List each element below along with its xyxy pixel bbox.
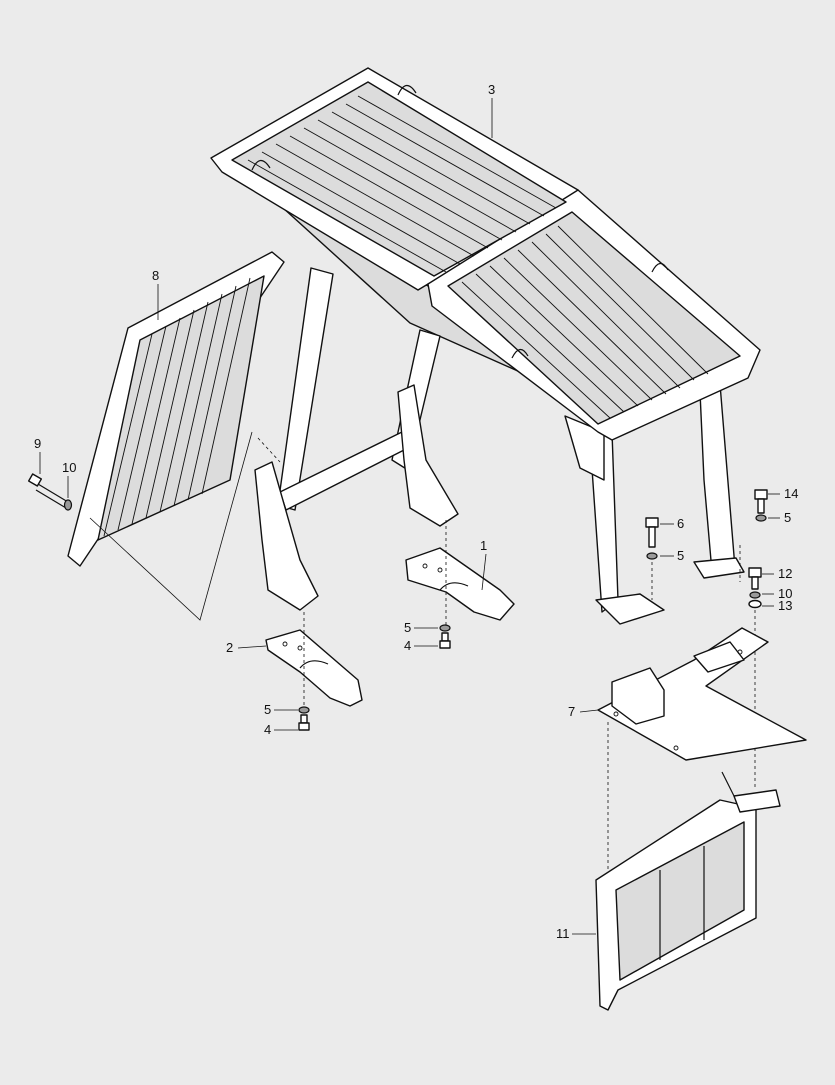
- callout-12: 12: [778, 566, 792, 581]
- part-4-bolt-b: [298, 714, 310, 731]
- callout-7: 7: [568, 704, 575, 719]
- callout-5-a: 5: [404, 620, 411, 635]
- canopy-rear-leg-left: [277, 267, 334, 511]
- part-10-washer-right: [749, 591, 761, 599]
- part-6-bolt: [645, 517, 659, 548]
- part-5-washer-a: [439, 624, 451, 632]
- callout-9: 9: [34, 436, 41, 451]
- callouts: 3 8 9 10 1 2 5 4 5 4 6 5 14 5 12 10 13: [34, 82, 798, 941]
- part-5-washer-d: [755, 514, 767, 522]
- part-1-step-plate: [405, 547, 515, 621]
- callout-11: 11: [556, 926, 570, 941]
- part-3-canopy: [210, 67, 761, 625]
- callout-4-a: 4: [404, 638, 411, 653]
- callout-5-c: 5: [677, 548, 684, 563]
- callout-5-b: 5: [264, 702, 271, 717]
- callout-2: 2: [226, 640, 233, 655]
- callout-13: 13: [778, 598, 792, 613]
- callout-8: 8: [152, 268, 159, 283]
- callout-5-d: 5: [784, 510, 791, 525]
- part-13-washer: [748, 599, 762, 609]
- callout-10-left: 10: [62, 460, 76, 475]
- part-8-side-grille: [67, 251, 285, 567]
- callout-10-right: 10: [778, 586, 792, 601]
- roof-rear-slats: [247, 95, 557, 273]
- canopy-front-leg-right: [699, 383, 736, 573]
- part-5-washer-c: [646, 552, 658, 560]
- callout-3: 3: [488, 82, 495, 97]
- part-9-bolt: [27, 473, 69, 509]
- roof-front-slats: [461, 225, 709, 419]
- part-11-front-frame: [595, 771, 781, 1011]
- part-10-washer-left: [63, 499, 73, 511]
- callout-1: 1: [480, 538, 487, 553]
- part-4-bolt-a: [439, 632, 451, 649]
- callout-4-b: 4: [264, 722, 271, 737]
- part-7-mounting-plate: [597, 627, 807, 761]
- part-5-washer-b: [298, 706, 310, 714]
- callout-6: 6: [677, 516, 684, 531]
- callout-14: 14: [784, 486, 798, 501]
- part-12-bolt: [748, 567, 762, 590]
- part-14-bolt: [754, 489, 768, 514]
- part-2-step-plate: [265, 629, 363, 707]
